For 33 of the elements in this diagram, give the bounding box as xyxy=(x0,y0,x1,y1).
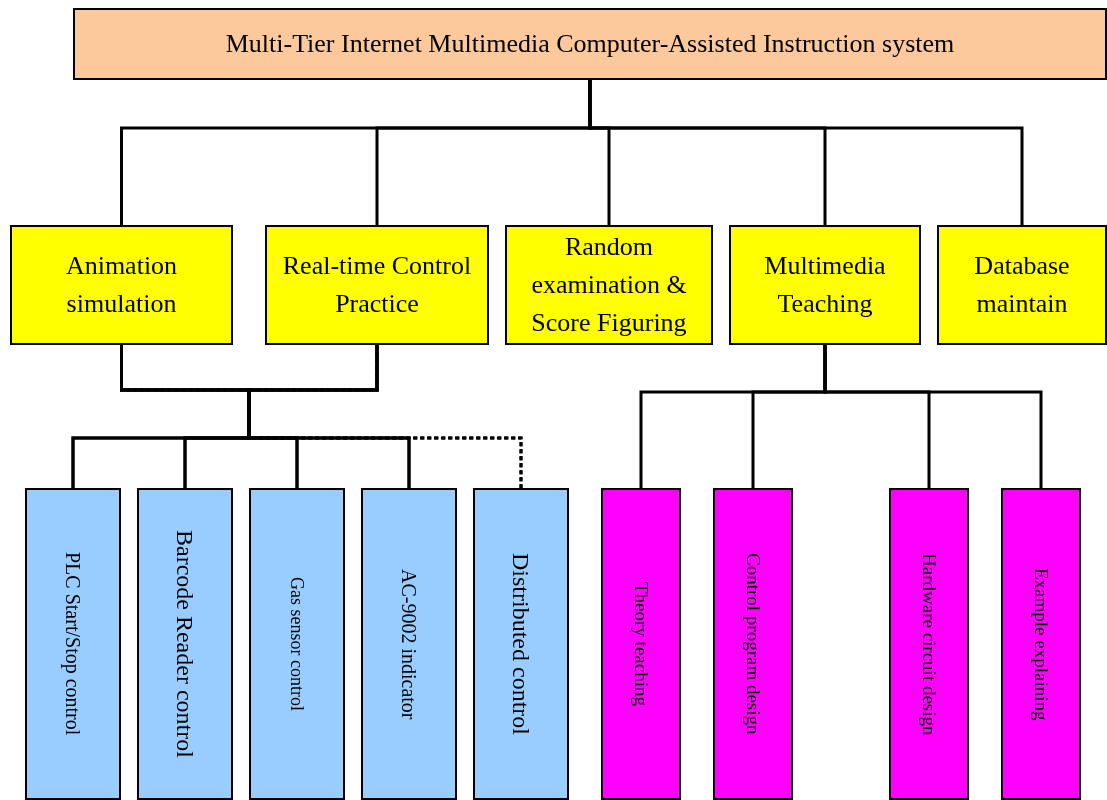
node-label: Barcode Reader control xyxy=(173,530,197,758)
node-label: Multimedia Teaching xyxy=(763,250,887,320)
node-label: Hardware circuit design xyxy=(919,552,939,736)
node-label: AC-9002 indicator xyxy=(399,568,419,720)
node-label: Real-time Control Practice xyxy=(281,250,473,320)
module-box xyxy=(505,225,713,345)
connector-line xyxy=(247,345,411,488)
node-label: Animation simulation xyxy=(64,250,179,320)
practice-box xyxy=(361,488,457,800)
node-label: Gas sensor control xyxy=(288,577,306,711)
teaching-box xyxy=(713,488,793,800)
practice-box xyxy=(25,488,121,800)
node-label: PLC Start/Stop control xyxy=(63,552,83,736)
practice-box xyxy=(473,488,569,800)
node-label: Example explaining xyxy=(1031,567,1051,721)
node-label: Control program design xyxy=(743,553,763,735)
teaching-box xyxy=(1001,488,1081,800)
connector-line xyxy=(823,345,1043,488)
node-label: Random examination & Score Figuring xyxy=(530,231,688,339)
practice-box xyxy=(249,488,345,800)
node-label: Distributed control xyxy=(509,553,533,735)
node-label: Theory teaching xyxy=(631,582,651,706)
module-box xyxy=(10,225,233,345)
title-box xyxy=(73,8,1107,80)
practice-box xyxy=(137,488,233,800)
teaching-box xyxy=(889,488,969,800)
teaching-box xyxy=(601,488,681,800)
module-box xyxy=(937,225,1107,345)
connector-line xyxy=(588,80,1024,225)
module-box xyxy=(729,225,921,345)
node-label: Database maintain xyxy=(973,250,1071,320)
node-label: Multi-Tier Internet Multimedia Computer-Assisted Instruction system xyxy=(225,28,955,61)
module-box xyxy=(265,225,489,345)
